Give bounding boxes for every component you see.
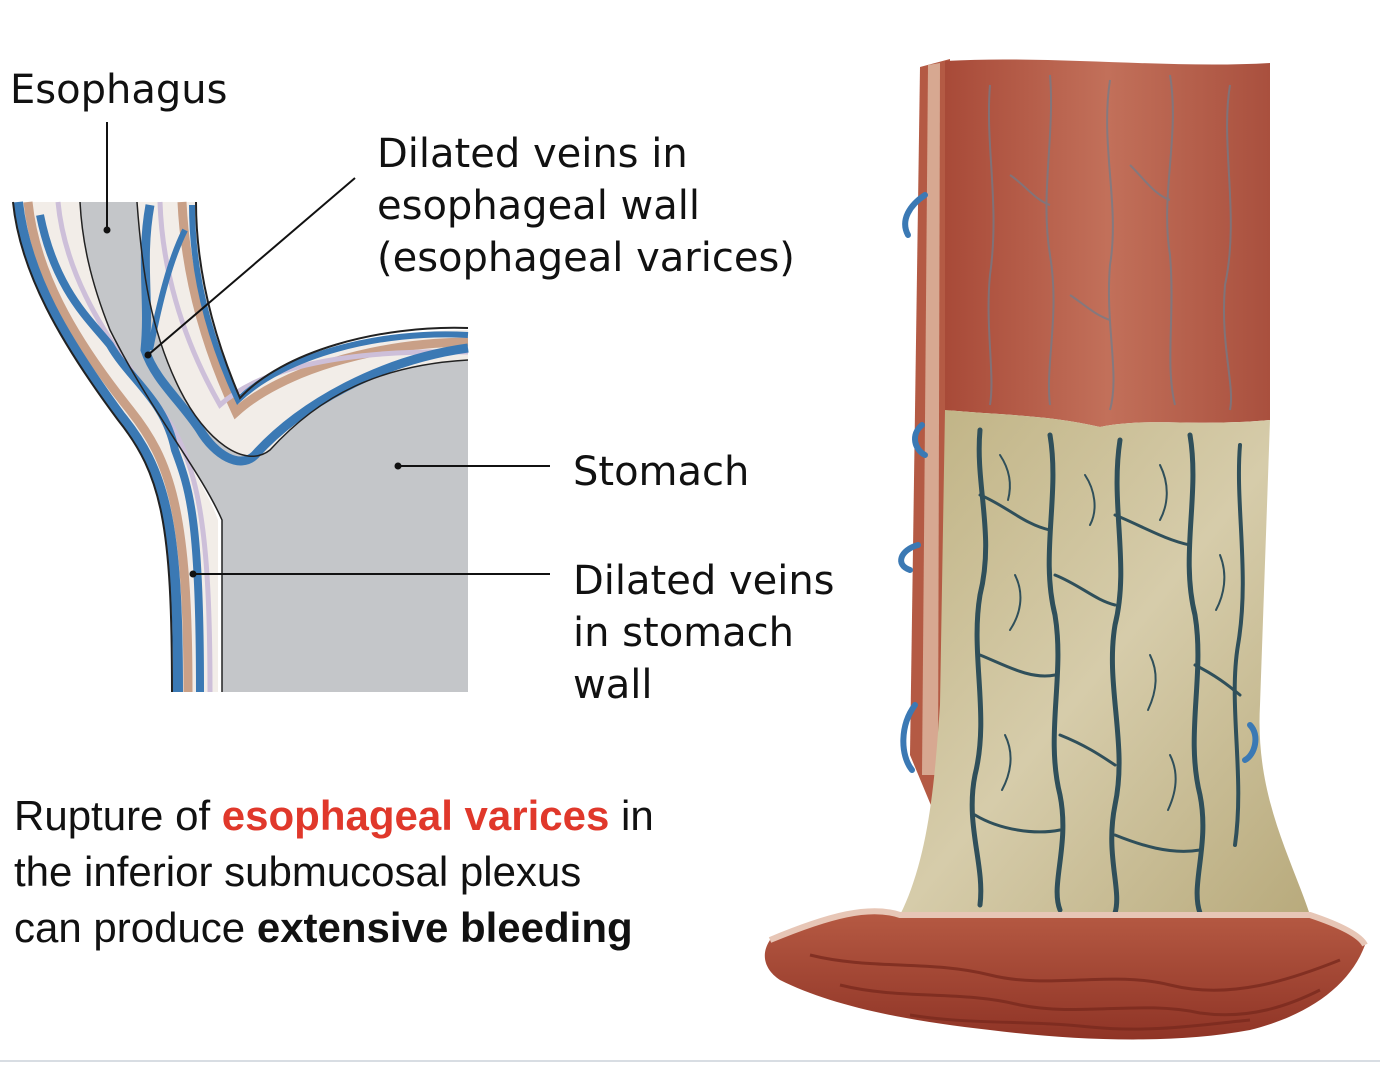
vein-branch bbox=[147, 228, 188, 351]
external-veins bbox=[898, 192, 1259, 773]
leader-veins-stomach-dot bbox=[189, 570, 197, 578]
muscle-layer-right bbox=[177, 201, 469, 420]
caption: Rupture of esophageal varices in the inf… bbox=[14, 788, 654, 956]
caption-line-1: Rupture of esophageal varices in bbox=[14, 788, 654, 844]
label-dilated-veins-stomach: Dilated veins in stomach wall bbox=[573, 555, 835, 711]
stomach-lumen bbox=[80, 202, 468, 692]
right-wall-layer bbox=[137, 202, 468, 457]
label-dilated-veins-esophageal: Dilated veins in esophageal wall (esopha… bbox=[377, 128, 795, 284]
stomach-rugae bbox=[764, 911, 1365, 1040]
label-line: Dilated veins bbox=[573, 558, 835, 604]
vein-right-outer bbox=[189, 204, 469, 406]
upper-mucosa bbox=[945, 59, 1270, 427]
label-line: Dilated veins in bbox=[377, 131, 688, 177]
muscle-layer-left bbox=[23, 201, 193, 693]
label-stomach: Stomach bbox=[573, 449, 750, 495]
stomach-rim bbox=[768, 908, 1368, 947]
label-line: wall bbox=[573, 662, 653, 708]
vein-right-inner bbox=[140, 204, 469, 466]
caption-text: can produce bbox=[14, 904, 257, 951]
outline-right bbox=[195, 201, 469, 400]
caption-text: in bbox=[609, 792, 654, 839]
vein-left-outer bbox=[13, 201, 183, 693]
schematic-diagram bbox=[12, 122, 550, 693]
label-line: esophageal wall bbox=[377, 183, 700, 229]
bottom-divider bbox=[0, 1060, 1380, 1062]
esophagus-specimen-illustration bbox=[764, 59, 1368, 1040]
leader-veins-eso bbox=[147, 177, 356, 356]
caption-text: Rupture of bbox=[14, 792, 222, 839]
leader-esophagus-dot bbox=[103, 226, 111, 234]
label-esophagus: Esophagus bbox=[10, 67, 228, 113]
outline-left bbox=[12, 201, 173, 693]
label-line: in stomach bbox=[573, 610, 794, 656]
rugae-folds bbox=[809, 953, 1341, 1031]
caption-highlight: esophageal varices bbox=[221, 792, 610, 839]
vein-left-inner bbox=[36, 214, 204, 693]
caption-line-3: can produce extensive bleeding bbox=[14, 900, 654, 956]
outer-wall-edge bbox=[922, 63, 940, 775]
label-line: (esophageal varices) bbox=[377, 235, 795, 281]
leader-veins-eso-dot bbox=[144, 351, 152, 359]
leader-stomach-dot bbox=[394, 462, 402, 470]
submucosa-plexus bbox=[900, 410, 1310, 915]
caption-bold: extensive bleeding bbox=[256, 904, 633, 951]
caption-line-2: the inferior submucosal plexus bbox=[14, 848, 582, 895]
outline-lumen-right bbox=[136, 201, 469, 457]
upper-vessels bbox=[987, 74, 1233, 411]
varices-network bbox=[969, 427, 1245, 916]
outline-lumen bbox=[79, 201, 223, 692]
